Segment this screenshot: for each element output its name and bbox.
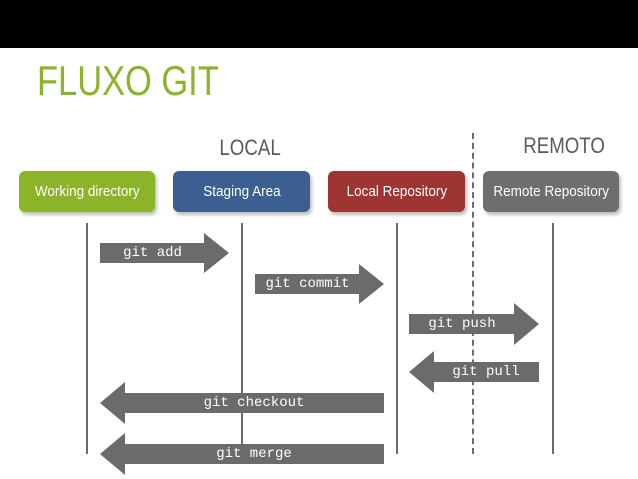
area-local-repository: Local Repository: [328, 171, 465, 212]
area-remote-repository-label: Remote Repository: [493, 183, 609, 200]
arrow-git-merge-label: git merge: [216, 446, 292, 462]
area-working-directory: Working directory: [19, 171, 155, 212]
area-local-repository-label: Local Repository: [346, 183, 447, 200]
area-staging-area-label: Staging Area: [202, 183, 281, 200]
local-remote-divider: [472, 133, 474, 454]
top-bar: [0, 0, 638, 48]
lifeline-remote-repository: [552, 223, 554, 454]
arrow-git-checkout-label: git checkout: [203, 395, 305, 411]
arrow-git-push: git push: [409, 303, 539, 345]
arrow-git-merge: git merge: [100, 433, 384, 475]
area-working-directory-label: Working directory: [34, 183, 140, 200]
area-remote-repository: Remote Repository: [483, 171, 619, 212]
arrow-git-commit: git commit: [255, 264, 384, 304]
arrow-git-push-label: git push: [428, 316, 496, 332]
section-remote-label: REMOTO: [523, 133, 605, 158]
arrow-git-add: git add: [100, 233, 229, 273]
arrow-git-checkout: git checkout: [100, 382, 384, 424]
arrow-git-pull-label: git pull: [452, 364, 520, 380]
area-staging-area: Staging Area: [173, 171, 310, 212]
slide-title: FLUXO GIT: [37, 57, 219, 104]
arrow-git-add-label: git add: [123, 245, 182, 261]
section-local-label: LOCAL: [219, 135, 281, 160]
arrow-git-pull: git pull: [409, 351, 539, 393]
arrow-git-commit-label: git commit: [265, 276, 350, 292]
lifeline-staging-area: [241, 223, 243, 454]
lifeline-working-directory: [86, 223, 88, 454]
lifeline-local-repository: [396, 223, 398, 454]
